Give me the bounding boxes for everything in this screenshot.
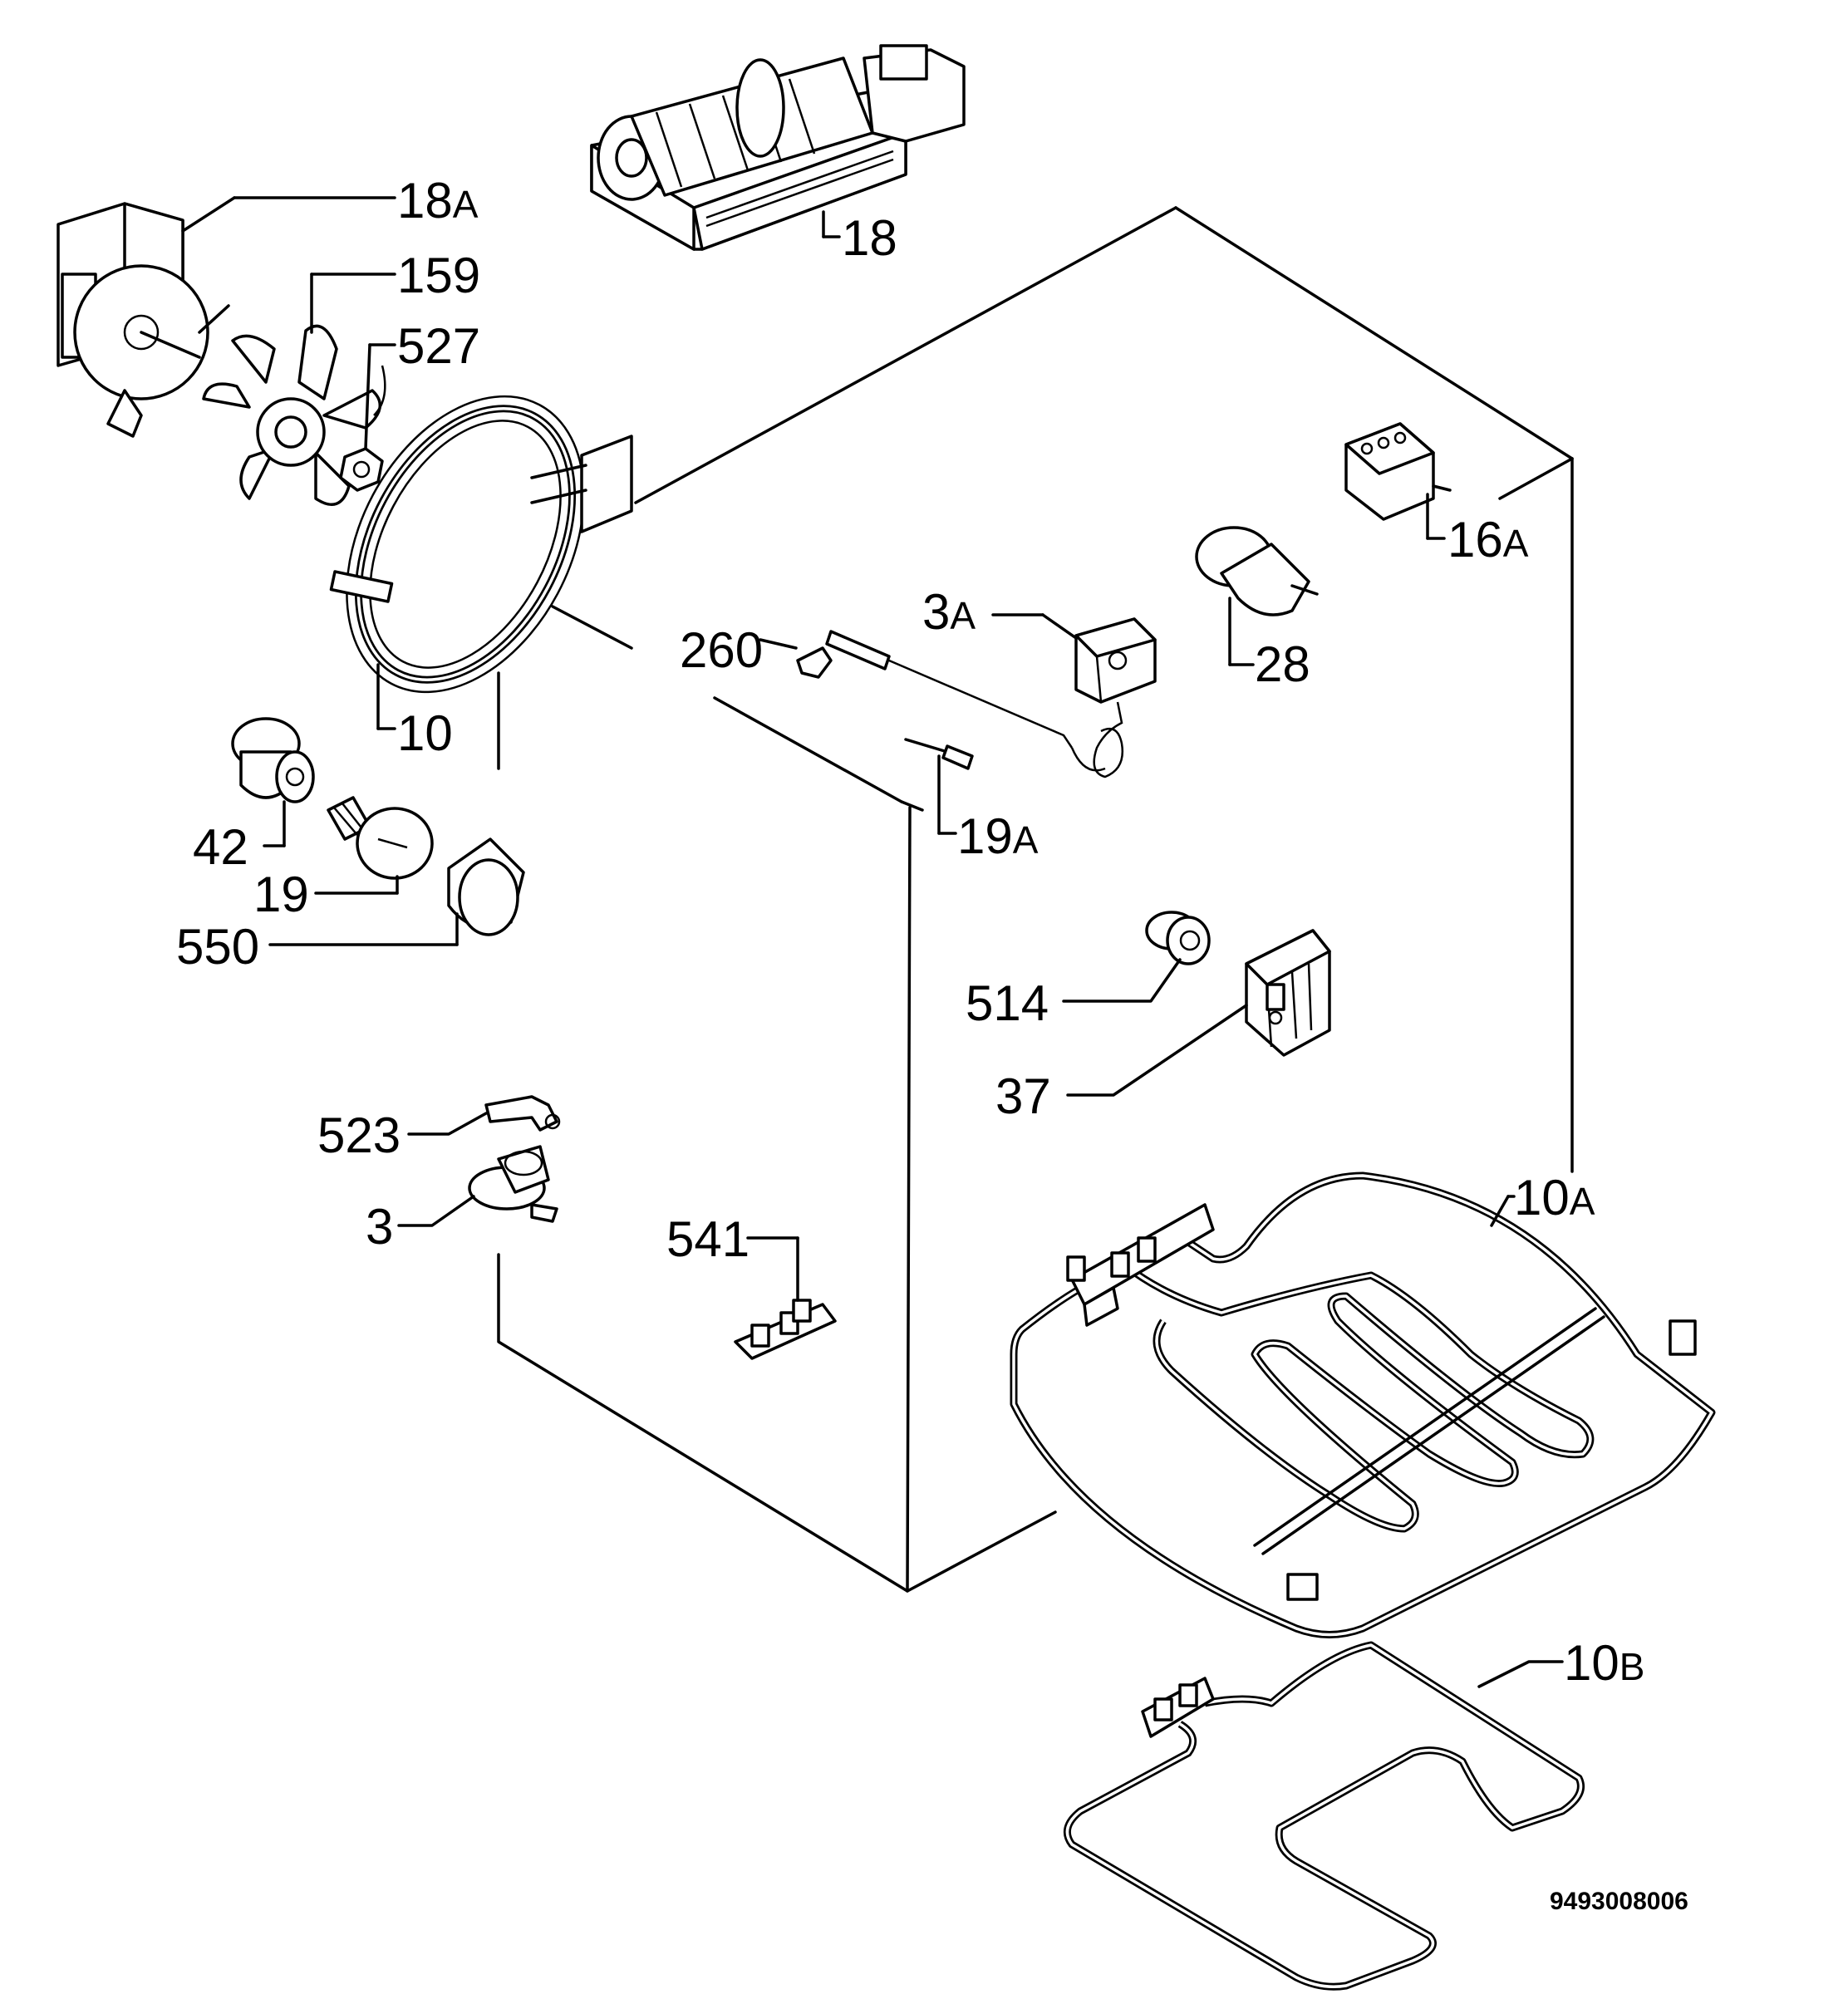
circular-heating-element-part <box>329 395 633 730</box>
safety-thermostat-part <box>397 1145 558 1227</box>
label-18a: 18A <box>397 173 479 228</box>
oven-lamp-bulb-part <box>314 796 434 895</box>
fan-motor-part <box>57 196 396 438</box>
selector-switch-part <box>1066 929 1331 1097</box>
tangential-fan-part <box>590 44 966 251</box>
label-514: 514 <box>966 975 1049 1031</box>
drawing-code: 9493008006 <box>1550 1888 1688 1915</box>
thermostat-probe-part <box>759 630 1074 749</box>
label-541: 541 <box>666 1211 750 1267</box>
bushing-part <box>1062 911 1211 1003</box>
grill-heating-element-part <box>1010 1171 1716 1638</box>
rotary-switch-part <box>1195 526 1319 666</box>
label-19: 19 <box>253 867 309 922</box>
label-18: 18 <box>842 210 897 266</box>
retaining-clip-part <box>407 1095 561 1136</box>
label-37: 37 <box>995 1068 1051 1124</box>
label-523: 523 <box>317 1108 401 1163</box>
label-527: 527 <box>397 318 480 374</box>
label-10: 10 <box>397 705 453 761</box>
thermostat-part <box>991 613 1157 778</box>
oven-cavity-outline <box>497 206 1574 1593</box>
terminal-block-part <box>1344 422 1452 540</box>
label-3a: 3A <box>922 584 976 640</box>
label-550: 550 <box>176 919 259 975</box>
connector-part <box>734 1236 837 1360</box>
label-16a: 16A <box>1447 512 1529 567</box>
fan-impeller-part <box>202 273 396 507</box>
label-10b: 10B <box>1564 1635 1644 1691</box>
impeller-nut-part <box>339 343 396 492</box>
part-labels: 18A 159 527 18 10 260 3A 28 16A 19A 42 1… <box>176 173 1644 1691</box>
label-19a: 19A <box>957 808 1039 864</box>
label-42: 42 <box>193 819 248 875</box>
lamp-sensor-part <box>904 738 974 835</box>
label-3: 3 <box>366 1199 393 1255</box>
lamp-holder-part <box>231 717 315 847</box>
bottom-heating-element-part <box>1063 1641 1585 1991</box>
label-260: 260 <box>680 622 763 678</box>
label-28: 28 <box>1255 636 1310 692</box>
label-10a: 10A <box>1514 1170 1595 1225</box>
label-159: 159 <box>397 248 480 303</box>
lamp-cover-part <box>268 837 525 946</box>
